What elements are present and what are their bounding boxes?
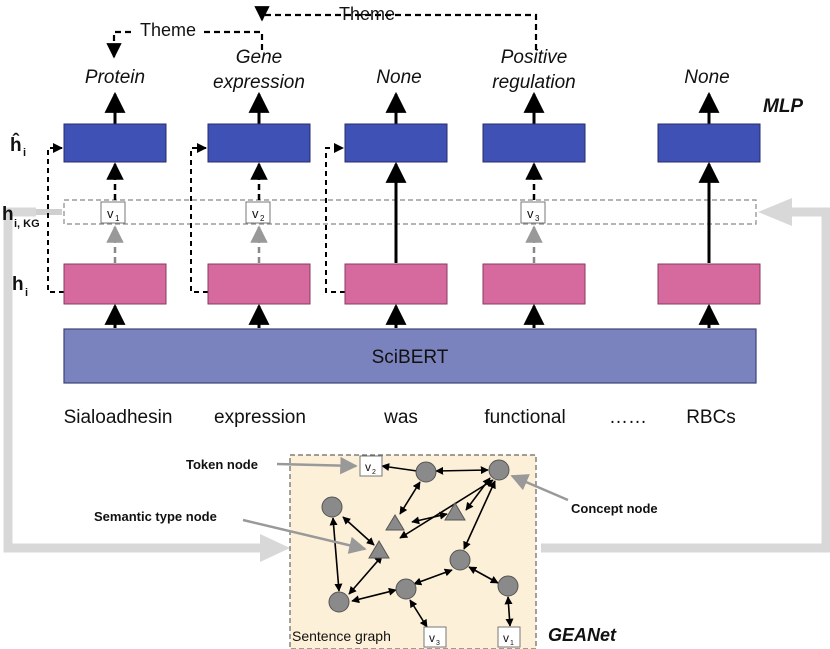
residual-connections xyxy=(47,143,345,293)
output-label-protein: Protein xyxy=(85,67,145,88)
token-5: RBCs xyxy=(686,407,736,428)
svg-text:i: i xyxy=(23,147,26,159)
output-arrows xyxy=(104,91,720,124)
embed-box-4 xyxy=(482,263,586,305)
concept-node xyxy=(415,461,437,483)
token-1: expression xyxy=(214,407,306,428)
sentence-graph-panel xyxy=(289,454,537,649)
theme-arrows xyxy=(106,6,538,59)
output-label-none-2: None xyxy=(684,67,729,88)
output-label-positive: Positive xyxy=(501,47,568,68)
svg-text:v: v xyxy=(527,206,534,221)
embedding-boxes xyxy=(63,263,761,305)
embed-box-2 xyxy=(207,263,311,305)
encoder-arrows xyxy=(104,303,720,328)
embed-box-5 xyxy=(657,263,761,305)
mlp-box-5 xyxy=(657,123,761,163)
row-label-h-kg: h xyxy=(2,204,14,225)
token-4: …… xyxy=(609,407,647,428)
column-connections xyxy=(106,161,720,263)
graph-edges xyxy=(329,463,514,628)
output-label-none-1: None xyxy=(376,67,421,88)
kg-node-v3 xyxy=(520,201,546,224)
feedback-arrowhead-right xyxy=(758,198,792,226)
concept-node xyxy=(321,496,343,518)
svg-text:2: 2 xyxy=(372,469,376,476)
geanet-label: GEANet xyxy=(548,625,617,645)
mlp-box-1 xyxy=(63,123,167,163)
callouts xyxy=(242,456,569,554)
concept-node xyxy=(488,459,510,481)
embed-box-1 xyxy=(63,263,167,305)
scibert-encoder xyxy=(63,328,757,384)
semantic-type-node-callout: Semantic type node xyxy=(94,509,217,524)
svg-text:v: v xyxy=(365,460,371,474)
output-label-expression: expression xyxy=(213,72,305,93)
kg-row-nodes: v 1 v 2 v 3 xyxy=(100,201,546,224)
mlp-label: MLP xyxy=(763,96,803,117)
mlp-boxes xyxy=(63,123,761,163)
graph-token-node-v1 xyxy=(497,626,521,648)
graph-token-node-v2 xyxy=(359,455,383,477)
svg-text:1: 1 xyxy=(510,640,514,647)
svg-text:v: v xyxy=(429,631,435,645)
kg-node-v1 xyxy=(100,201,126,224)
svg-text:v: v xyxy=(107,206,114,221)
mlp-box-2 xyxy=(207,123,311,163)
kg-row xyxy=(63,199,757,225)
mlp-box-3 xyxy=(344,123,448,163)
row-labels: ĥ i h i, KG h i xyxy=(2,133,40,299)
token-0: Sialoadhesin xyxy=(64,407,173,428)
svg-text:v: v xyxy=(252,206,259,221)
svg-text:i: i xyxy=(25,287,28,299)
output-label-regulation: regulation xyxy=(492,72,575,93)
relation-label-theme-2: Theme xyxy=(339,4,395,24)
sentence-graph-caption: Sentence graph xyxy=(292,628,391,644)
graph-nodes xyxy=(321,459,519,613)
concept-node xyxy=(449,549,471,571)
relation-label-theme-1: Theme xyxy=(140,20,196,40)
graph-token-node-v3 xyxy=(423,626,447,648)
row-label-h-hat: ĥ xyxy=(10,133,22,156)
feedback-loop xyxy=(3,207,830,553)
semantic-type-node xyxy=(444,502,466,521)
svg-text:1: 1 xyxy=(115,214,120,223)
concept-node-callout: Concept node xyxy=(571,501,658,516)
token-3: functional xyxy=(484,407,565,428)
token-node-callout: Token node xyxy=(186,457,258,472)
row-label-h: h xyxy=(12,274,24,295)
graph-token-nodes: v 2 v 3 v 1 xyxy=(359,455,521,648)
scibert-label: SciBERT xyxy=(372,347,449,368)
kg-node-v2 xyxy=(245,201,271,224)
concept-node xyxy=(497,575,519,597)
feedback-arrowhead-left xyxy=(260,534,290,562)
mlp-box-4 xyxy=(482,123,586,163)
svg-text:i, KG: i, KG xyxy=(14,218,40,230)
svg-text:v: v xyxy=(503,631,509,645)
svg-text:2: 2 xyxy=(260,214,265,223)
semantic-type-node xyxy=(368,540,390,559)
concept-node xyxy=(328,591,350,613)
svg-text:3: 3 xyxy=(436,640,440,647)
semantic-type-node xyxy=(385,514,405,531)
svg-text:3: 3 xyxy=(535,214,540,223)
embed-box-3 xyxy=(344,263,448,305)
concept-node xyxy=(395,578,417,600)
output-label-gene: Gene xyxy=(236,47,282,68)
token-2: was xyxy=(383,407,418,428)
